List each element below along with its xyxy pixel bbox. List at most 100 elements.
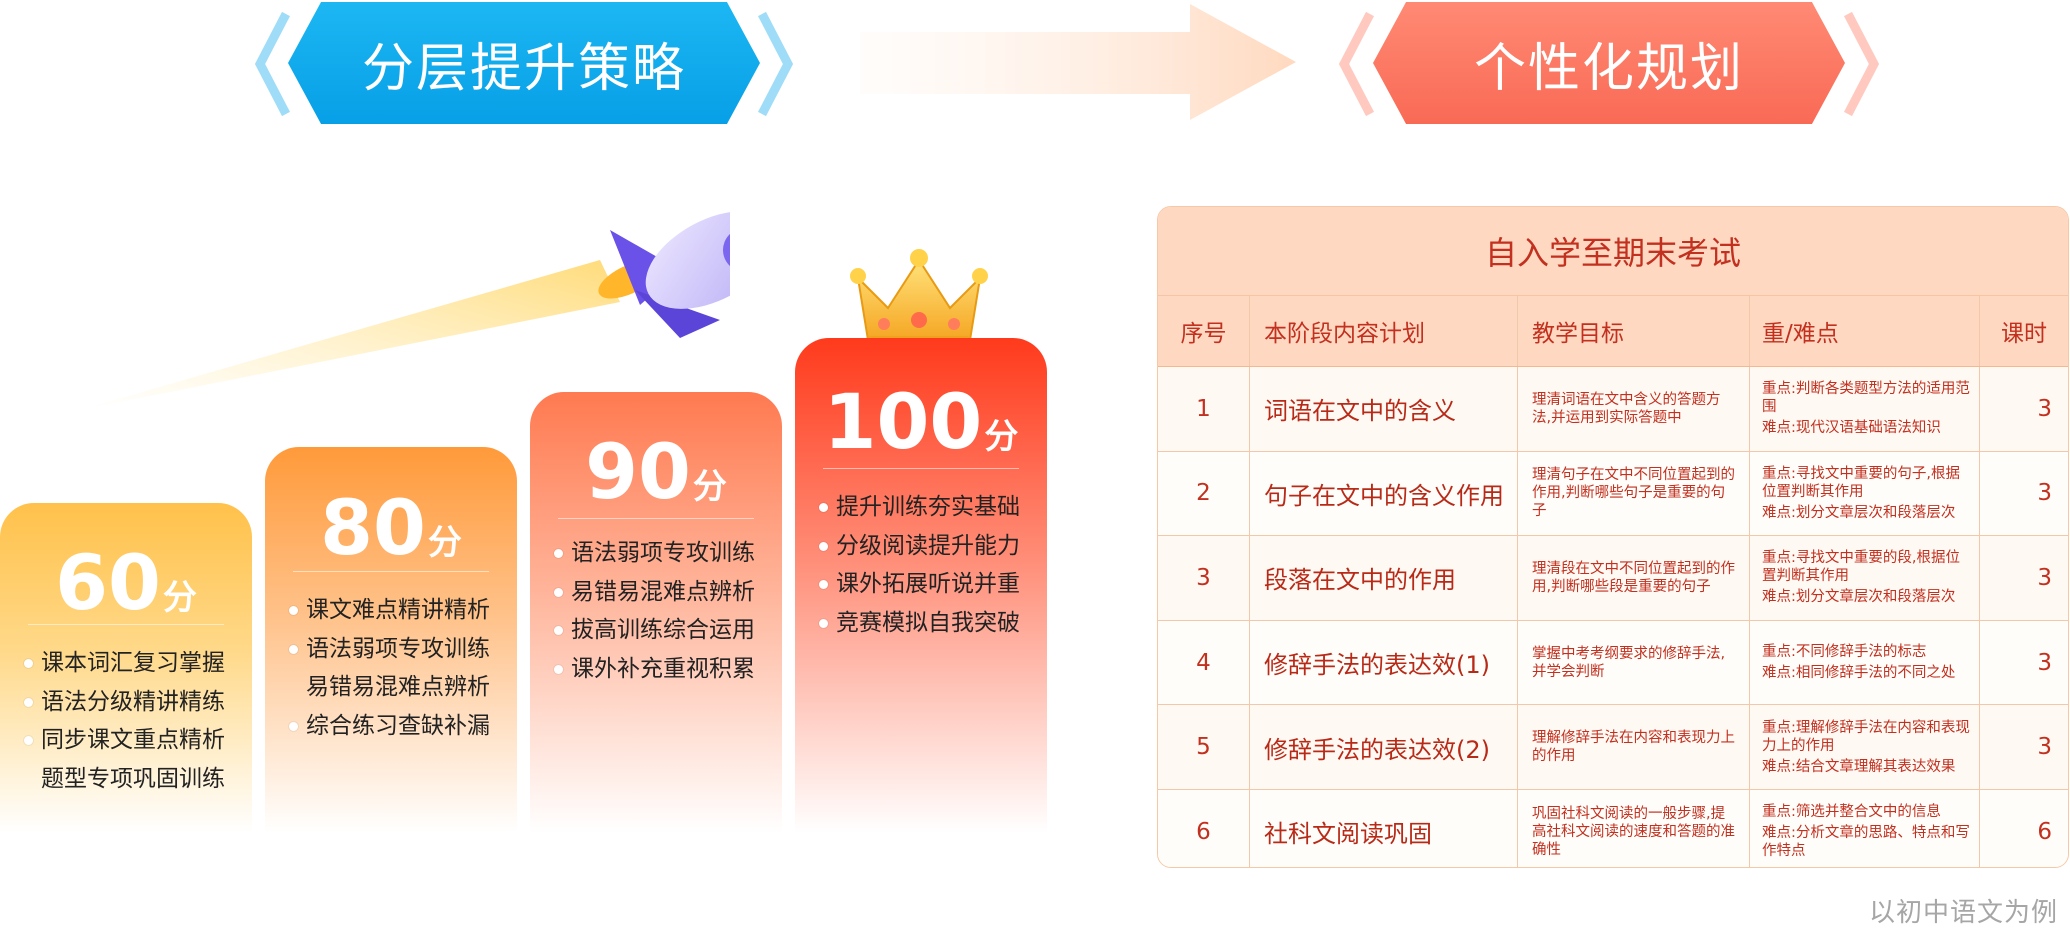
list-item: 题型专项巩固训练 (41, 765, 225, 792)
table-row: 6 社科文阅读巩固 巩固社科文阅读的一般步骤,提高社科文阅读的速度和答题的准确性… (1158, 789, 2068, 867)
row-number: 4 (1158, 620, 1250, 705)
divider (823, 468, 1019, 469)
level-80-card: 80分 课文难点精讲精析 语法弱项专攻训练 易错易混难点辨析 综合练习查缺补漏 (265, 447, 517, 833)
row-key-points: 重点:筛选并整合文中的信息 难点:分析文章的思路、特点和写作特点 (1750, 789, 1980, 867)
score-unit: 分 (162, 578, 197, 618)
chevron-left-icon (1338, 11, 1374, 117)
row-key-points: 重点:理解修辞手法在内容和表现力上的作用 难点:结合文章理解其表达效果 (1750, 705, 1980, 789)
divider (558, 518, 754, 519)
level-100-card: 100分 提升训练夯实基础 分级阅读提升能力 课外拓展听说并重 竞赛模拟自我突破 (795, 338, 1047, 833)
strategy-banner-title: 分层提升策略 (361, 38, 686, 99)
level-score: 80分 (265, 490, 517, 566)
table-header: 序号 本阶段内容计划 教学目标 重/难点 课时 (1158, 295, 2068, 367)
level-items: 提升训练夯实基础 分级阅读提升能力 课外拓展听说并重 竞赛模拟自我突破 (819, 488, 1020, 642)
list-item: 拔高训练综合运用 (554, 611, 755, 650)
row-hours: 3 (2037, 395, 2052, 422)
divider (293, 571, 489, 572)
row-content: 修辞手法的表达效(1) (1250, 620, 1518, 705)
header-number: 序号 (1158, 296, 1250, 366)
row-content: 修辞手法的表达效(2) (1250, 705, 1518, 789)
list-item: 分级阅读提升能力 (819, 527, 1020, 566)
table-row: 2 句子在文中的含义作用 理清句子在文中不同位置起到的作用,判断哪些句子是重要的… (1158, 451, 2068, 537)
table-row: 3 段落在文中的作用 理清段在文中不同位置起到的作用,判断哪些段是重要的句子 重… (1158, 536, 2068, 621)
key-point: 重点:判断各类题型方法的适用范围 (1762, 381, 1970, 416)
example-caption: 以初中语文为例 (1868, 898, 2058, 928)
row-key-points: 重点:判断各类题型方法的适用范围 难点:现代汉语基础语法知识 (1750, 367, 1980, 451)
list-item: 易错易混难点辨析 (306, 674, 490, 700)
difficulty: 难点:划分文章层次和段落层次 (1762, 504, 1956, 521)
row-number: 3 (1158, 536, 1250, 620)
row-goal: 巩固社科文阅读的一般步骤,提高社科文阅读的速度和答题的准确性 (1518, 789, 1750, 867)
score-value: 100 (823, 377, 983, 466)
chevron-right-icon (758, 11, 794, 117)
table-row: 5 修辞手法的表达效(2) 理解修辞手法在内容和表现力上的作用 重点:理解修辞手… (1158, 705, 2068, 790)
row-content: 社科文阅读巩固 (1250, 789, 1518, 867)
divider (28, 624, 224, 625)
header-key-points: 重/难点 (1750, 296, 1980, 366)
table-body: 1 词语在文中的含义 理清词语在文中含义的答题方法,并运用到实际答题中 重点:判… (1158, 367, 2068, 867)
score-value: 80 (320, 483, 426, 572)
level-90-card: 90分 语法弱项专攻训练 易错易混难点辨析 拔高训练综合运用 课外补充重视积累 (530, 392, 782, 833)
row-hours: 3 (2037, 564, 2052, 591)
planning-banner-title: 个性化规划 (1473, 38, 1744, 99)
level-60-card: 60分 课本词汇复习掌握 语法分级精讲精练 同步课文重点精析 题型专项巩固训练 (0, 503, 252, 833)
header-content: 本阶段内容计划 (1250, 296, 1518, 366)
difficulty: 难点:现代汉语基础语法知识 (1762, 420, 1941, 437)
score-unit: 分 (692, 467, 727, 507)
list-item: 提升训练夯实基础 (819, 488, 1020, 527)
row-key-points: 重点:不同修辞手法的标志 难点:相同修辞手法的不同之处 (1750, 620, 1980, 705)
list-item: 竞赛模拟自我突破 (819, 604, 1020, 643)
row-goal: 掌握中考考纲要求的修辞手法,并学会判断 (1518, 620, 1750, 705)
row-hours: 3 (2037, 734, 2052, 761)
rocket-icon (80, 211, 730, 410)
chevron-left-icon (254, 11, 290, 117)
key-point: 重点:寻找文中重要的段,根据位置判断其作用 (1762, 550, 1960, 585)
arrow-right-icon (860, 4, 1296, 120)
difficulty: 难点:相同修辞手法的不同之处 (1762, 665, 1956, 682)
row-number: 2 (1158, 451, 1250, 536)
list-item: 语法弱项专攻训练 (554, 534, 755, 573)
row-key-points: 重点:寻找文中重要的段,根据位置判断其作用 难点:划分文章层次和段落层次 (1750, 536, 1980, 620)
key-point: 重点:理解修辞手法在内容和表现力上的作用 (1762, 719, 1970, 754)
chevron-right-icon (1844, 11, 1880, 117)
row-goal: 理清段在文中不同位置起到的作用,判断哪些段是重要的句子 (1518, 536, 1750, 620)
list-item: 课外拓展听说并重 (819, 565, 1020, 604)
level-items: 语法弱项专攻训练 易错易混难点辨析 拔高训练综合运用 课外补充重视积累 (554, 534, 755, 688)
header-hours: 课时 (2001, 321, 2047, 347)
header-goal: 教学目标 (1518, 296, 1750, 366)
list-item: 课外补充重视积累 (554, 650, 755, 689)
row-goal: 理清句子在文中不同位置起到的作用,判断哪些句子是重要的句子 (1518, 451, 1750, 536)
row-content: 段落在文中的作用 (1250, 536, 1518, 620)
table-row: 4 修辞手法的表达效(1) 掌握中考考纲要求的修辞手法,并学会判断 重点:不同修… (1158, 620, 2068, 706)
table-row: 1 词语在文中的含义 理清词语在文中含义的答题方法,并运用到实际答题中 重点:判… (1158, 367, 2068, 452)
list-item: 课文难点精讲精析 (289, 591, 490, 630)
level-score: 100分 (795, 384, 1047, 460)
level-items: 课本词汇复习掌握 语法分级精讲精练 同步课文重点精析 题型专项巩固训练 (24, 644, 225, 798)
row-number: 6 (1158, 789, 1250, 867)
row-key-points: 重点:寻找文中重要的句子,根据位置判断其作用 难点:划分文章层次和段落层次 (1750, 451, 1980, 536)
score-unit: 分 (984, 417, 1019, 457)
level-score: 60分 (0, 545, 252, 621)
list-item: 语法弱项专攻训练 (289, 630, 490, 669)
row-hours: 6 (2037, 818, 2052, 845)
row-goal: 理清词语在文中含义的答题方法,并运用到实际答题中 (1518, 367, 1750, 451)
list-item: 综合练习查缺补漏 (289, 707, 490, 746)
row-number: 5 (1158, 705, 1250, 789)
row-hours: 3 (2037, 480, 2052, 507)
level-items: 课文难点精讲精析 语法弱项专攻训练 易错易混难点辨析 综合练习查缺补漏 (289, 591, 490, 745)
row-content: 词语在文中的含义 (1250, 367, 1518, 451)
difficulty: 难点:分析文章的思路、特点和写作特点 (1762, 825, 1970, 860)
score-value: 90 (585, 427, 691, 516)
key-point: 重点:寻找文中重要的句子,根据位置判断其作用 (1762, 465, 1960, 500)
list-item: 语法分级精讲精练 (24, 683, 225, 722)
score-value: 60 (55, 538, 161, 627)
planning-banner: 个性化规划 (1373, 2, 1845, 124)
key-point: 重点:不同修辞手法的标志 (1762, 644, 1927, 661)
table-title: 自入学至期末考试 (1158, 207, 2068, 295)
key-point: 重点:筛选并整合文中的信息 (1762, 804, 1941, 821)
crown-icon (850, 249, 988, 346)
level-score: 90分 (530, 434, 782, 510)
row-hours: 3 (2037, 649, 2052, 676)
row-content: 句子在文中的含义作用 (1250, 451, 1518, 536)
difficulty: 难点:划分文章层次和段落层次 (1762, 589, 1956, 606)
